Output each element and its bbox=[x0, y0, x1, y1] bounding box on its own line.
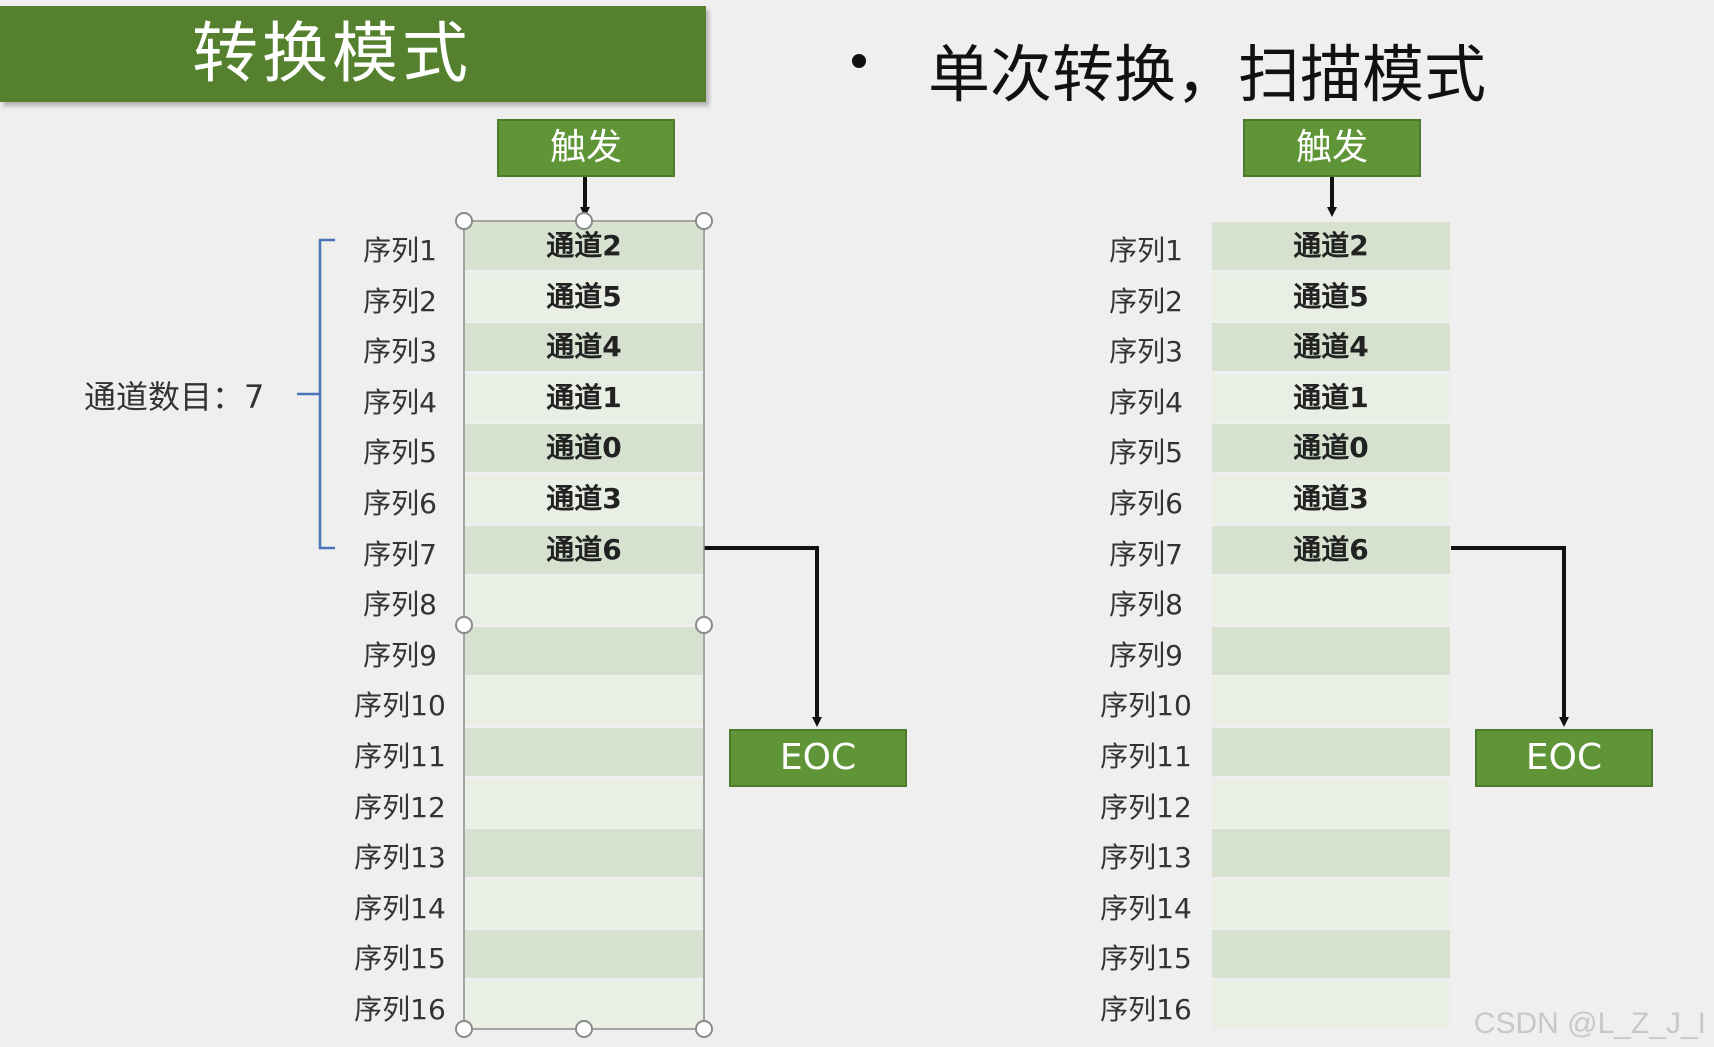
left-sequence-label-11: 序列11 bbox=[354, 740, 446, 773]
left-channel-cell-16 bbox=[465, 981, 703, 1029]
eoc-box-right: EOC bbox=[1475, 729, 1653, 787]
left-sequence-label-2: 序列2 bbox=[363, 284, 437, 318]
right-channel-cell-6: 通道3 bbox=[1212, 475, 1450, 523]
channel-count-label: 通道数目：7 bbox=[84, 378, 265, 416]
right-channel-cell-4: 通道1 bbox=[1212, 373, 1450, 422]
right-channel-cell-10 bbox=[1212, 677, 1450, 726]
right-sequence-label-13: 序列13 bbox=[1100, 841, 1192, 875]
right-sequence-label-6: 序列6 bbox=[1109, 487, 1183, 520]
right-sequence-label-11: 序列11 bbox=[1100, 740, 1192, 773]
left-sequence-label-1: 序列1 bbox=[363, 234, 437, 267]
eoc-connector-right bbox=[1451, 546, 1569, 727]
left-channel-cell-5: 通道0 bbox=[465, 424, 703, 473]
right-channel-cell-2: 通道5 bbox=[1212, 272, 1450, 321]
left-channel-cell-2: 通道5 bbox=[465, 272, 703, 321]
channel-count-bracket bbox=[318, 238, 335, 550]
right-sequence-label-10: 序列10 bbox=[1100, 689, 1192, 723]
trigger-box-right: 触发 bbox=[1243, 119, 1421, 177]
left-sequence-label-3: 序列3 bbox=[363, 335, 437, 369]
left-channel-cell-9 bbox=[465, 626, 703, 675]
bullet-dot bbox=[852, 54, 866, 68]
right-channel-cell-14 bbox=[1212, 879, 1450, 928]
left-channel-cell-7: 通道6 bbox=[465, 525, 703, 574]
right-channel-cell-12 bbox=[1212, 778, 1450, 827]
watermark: CSDN @L_Z_J_I bbox=[1473, 1007, 1706, 1040]
left-channel-cell-13 bbox=[465, 829, 703, 878]
right-sequence-label-2: 序列2 bbox=[1109, 284, 1183, 318]
left-channel-cell-8 bbox=[465, 576, 703, 625]
eoc-box-left: EOC bbox=[729, 729, 907, 787]
right-sequence-label-4: 序列4 bbox=[1109, 385, 1183, 419]
right-sequence-label-9: 序列9 bbox=[1109, 638, 1183, 672]
right-sequence-label-1: 序列1 bbox=[1109, 234, 1183, 267]
slide-title: 转换模式 bbox=[0, 6, 706, 102]
left-channel-cell-1: 通道2 bbox=[465, 222, 703, 270]
right-channel-cell-5: 通道0 bbox=[1212, 424, 1450, 473]
left-sequence-label-10: 序列10 bbox=[354, 689, 446, 723]
left-channel-cell-10 bbox=[465, 677, 703, 726]
right-sequence-label-15: 序列15 bbox=[1100, 942, 1192, 976]
right-channel-cell-9 bbox=[1212, 626, 1450, 675]
right-sequence-label-5: 序列5 bbox=[1109, 436, 1183, 470]
right-sequence-label-12: 序列12 bbox=[1100, 790, 1192, 824]
right-channel-cell-11 bbox=[1212, 728, 1450, 776]
right-sequence-label-14: 序列14 bbox=[1100, 891, 1192, 925]
left-channel-cell-6: 通道3 bbox=[465, 475, 703, 523]
left-sequence-label-13: 序列13 bbox=[354, 841, 446, 875]
left-sequence-label-16: 序列16 bbox=[354, 993, 446, 1026]
left-sequence-label-7: 序列7 bbox=[363, 537, 437, 571]
left-sequence-label-8: 序列8 bbox=[363, 588, 437, 622]
left-channel-cell-3: 通道4 bbox=[465, 323, 703, 372]
trigger-box-left: 触发 bbox=[497, 119, 675, 177]
right-channel-cell-13 bbox=[1212, 829, 1450, 878]
right-channel-cell-15 bbox=[1212, 930, 1450, 979]
left-sequence-label-5: 序列5 bbox=[363, 436, 437, 470]
left-channel-cell-11 bbox=[465, 728, 703, 776]
left-sequence-label-14: 序列14 bbox=[354, 891, 446, 925]
left-channel-cell-4: 通道1 bbox=[465, 373, 703, 422]
right-sequence-label-16: 序列16 bbox=[1100, 993, 1192, 1026]
left-sequence-label-6: 序列6 bbox=[363, 487, 437, 520]
slide-title-text: 转换模式 bbox=[192, 15, 472, 92]
right-channel-cell-16 bbox=[1212, 981, 1450, 1029]
right-sequence-label-7: 序列7 bbox=[1109, 537, 1183, 571]
right-channel-cell-1: 通道2 bbox=[1212, 222, 1450, 270]
right-channel-cell-8 bbox=[1212, 576, 1450, 625]
right-sequence-label-8: 序列8 bbox=[1109, 588, 1183, 622]
eoc-connector-left bbox=[704, 546, 822, 727]
right-channel-cell-7: 通道6 bbox=[1212, 525, 1450, 574]
left-channel-cell-12 bbox=[465, 778, 703, 827]
left-channel-cell-14 bbox=[465, 879, 703, 928]
left-sequence-label-4: 序列4 bbox=[363, 385, 437, 419]
left-channel-cell-15 bbox=[465, 930, 703, 979]
left-sequence-label-9: 序列9 bbox=[363, 638, 437, 672]
right-channel-cell-3: 通道4 bbox=[1212, 323, 1450, 372]
slide-subtitle: 单次转换，扫描模式 bbox=[928, 38, 1487, 111]
left-sequence-label-12: 序列12 bbox=[354, 790, 446, 824]
right-sequence-label-3: 序列3 bbox=[1109, 335, 1183, 369]
left-sequence-label-15: 序列15 bbox=[354, 942, 446, 976]
